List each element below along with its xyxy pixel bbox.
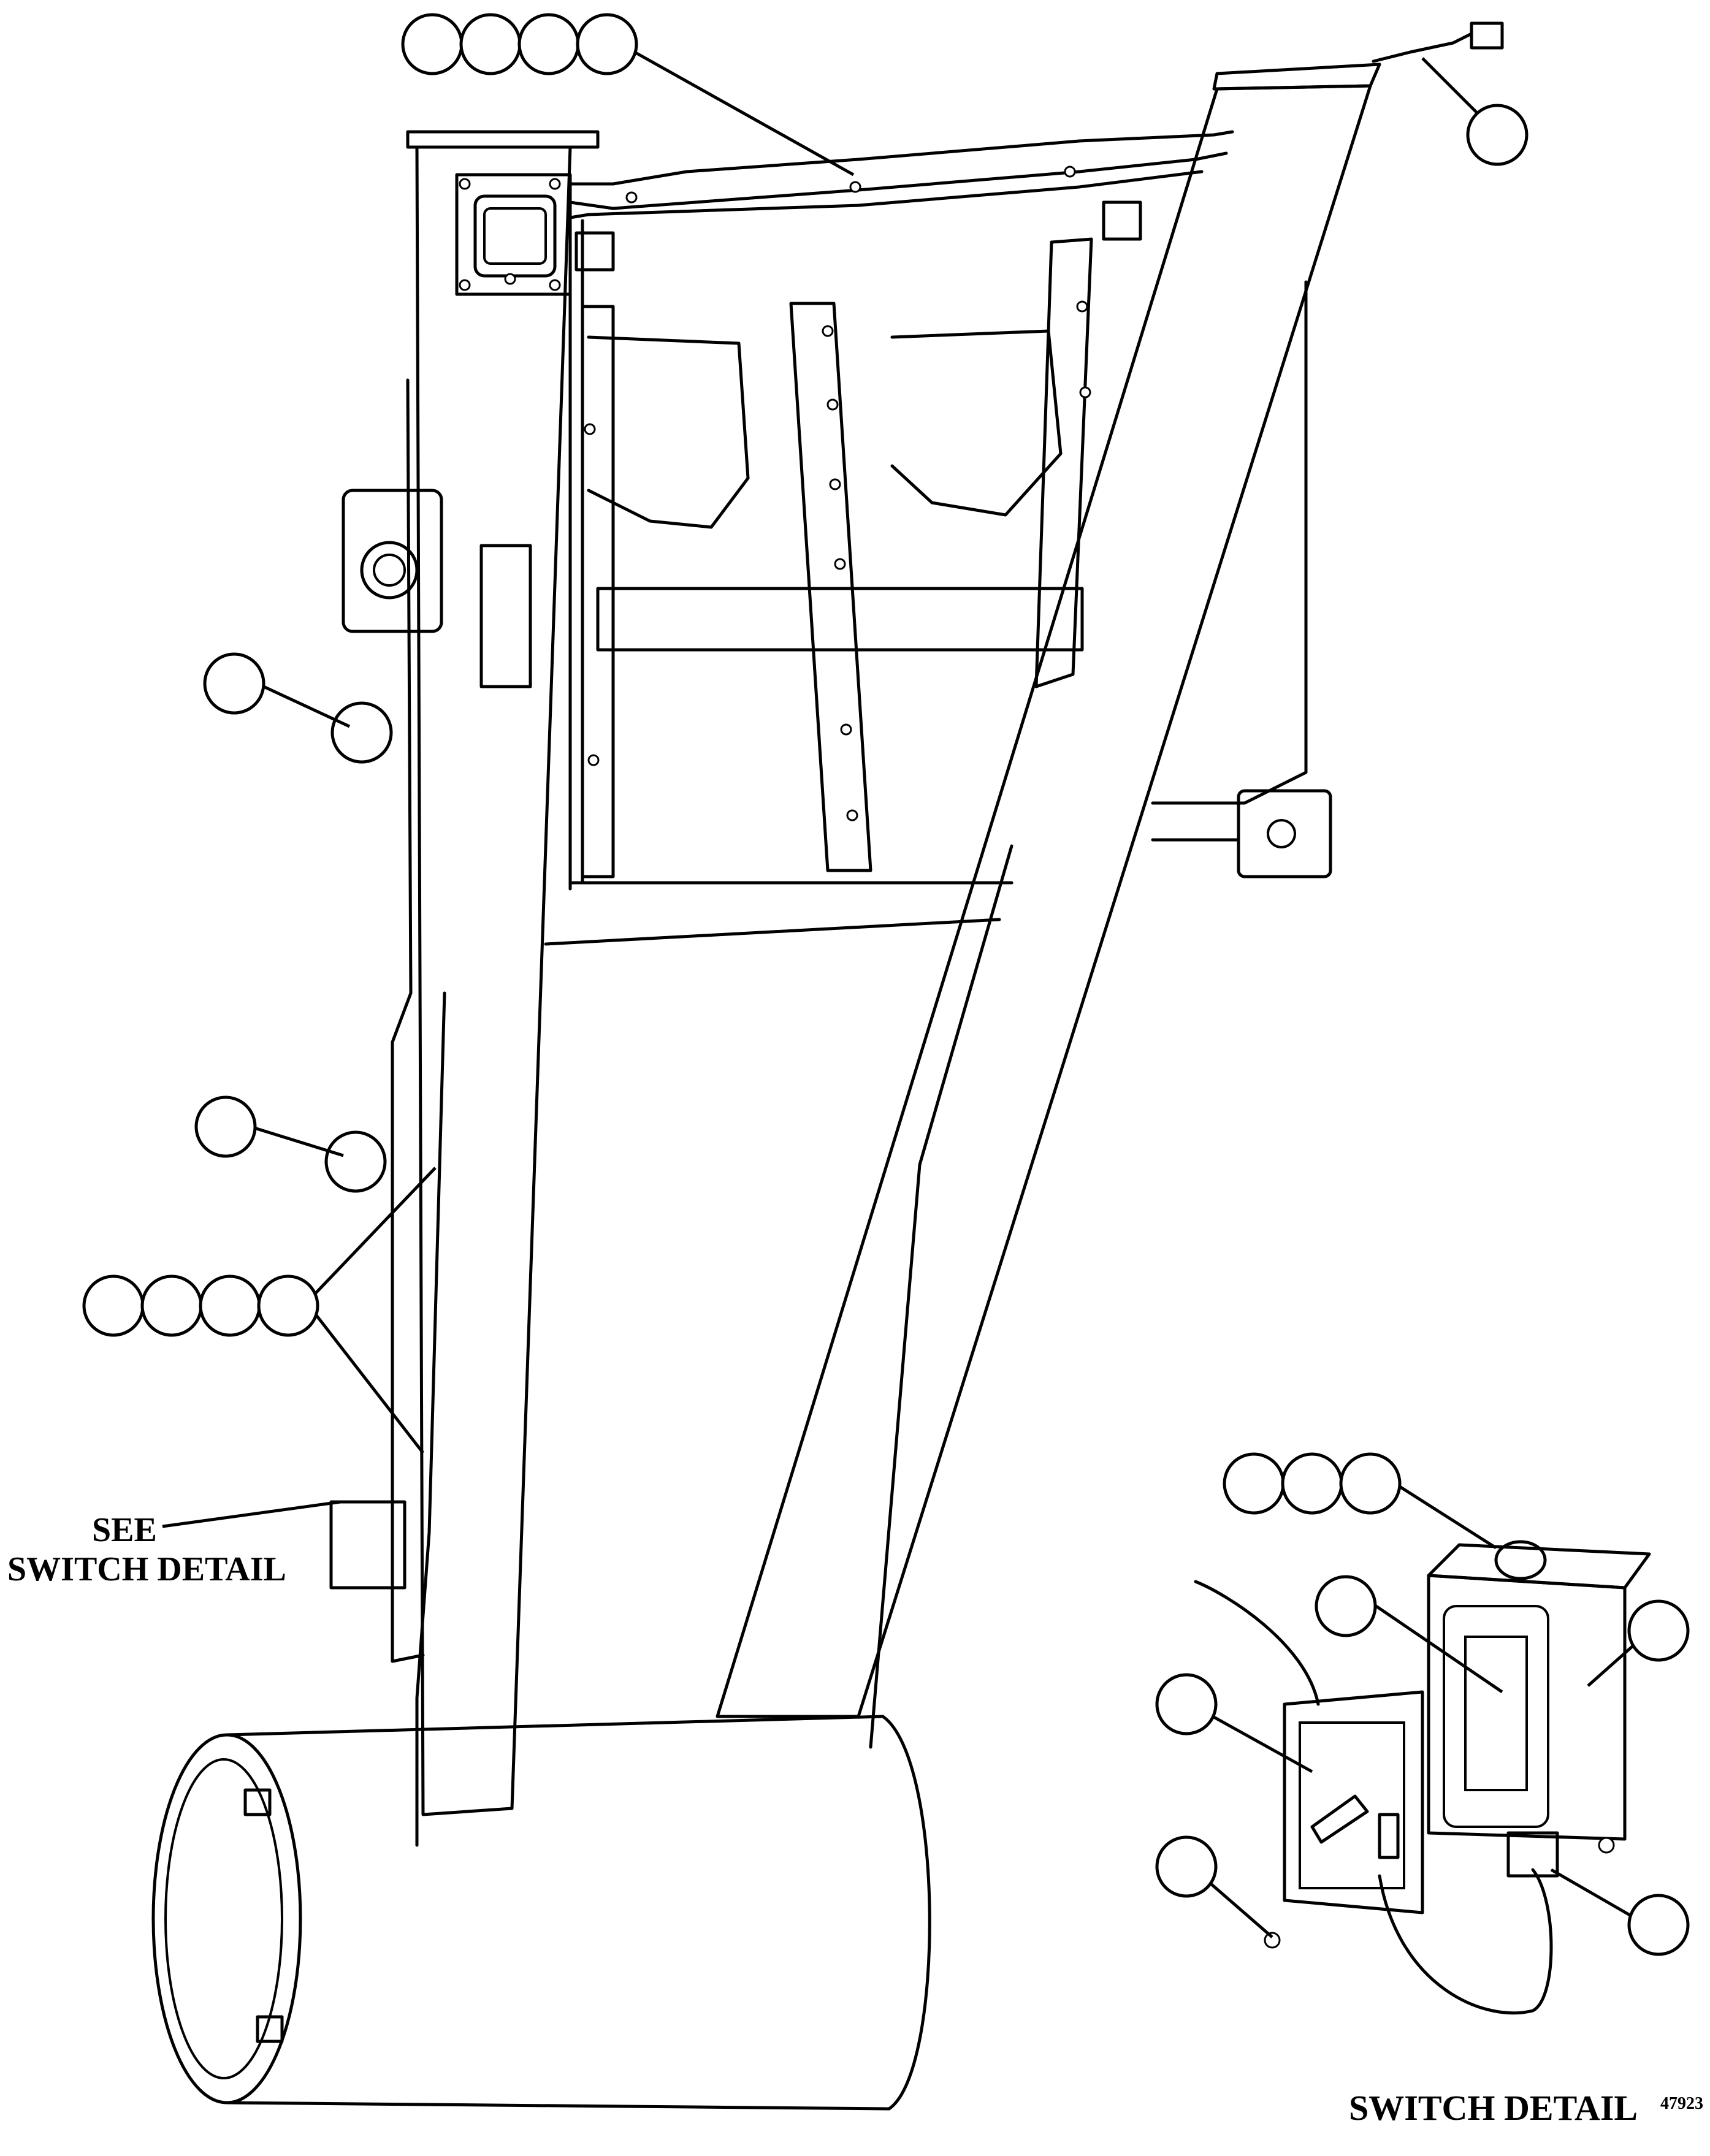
left-side-rail <box>324 378 446 1847</box>
callout-balloon <box>1315 1575 1377 1637</box>
callout-balloon <box>1627 1894 1690 1956</box>
callout-balloon <box>1466 104 1529 166</box>
center-panel <box>544 200 1142 946</box>
callout-balloon <box>1223 1452 1285 1515</box>
see-switch-detail-label: SEE <box>92 1511 157 1549</box>
figure-number: 47923 <box>1660 2094 1703 2113</box>
callout-balloon <box>1339 1452 1402 1515</box>
top-rail <box>568 130 1234 219</box>
callout-balloon <box>199 1274 261 1337</box>
see-switch-detail-label-line2: SWITCH DETAIL <box>7 1550 286 1588</box>
switch-detail-inset <box>1194 1540 1651 2015</box>
callout-balloon <box>1627 1599 1690 1662</box>
callout-balloon <box>576 13 638 75</box>
callout-balloon <box>1155 1673 1218 1735</box>
callout-balloon <box>140 1274 203 1337</box>
cable-connector <box>1372 21 1504 63</box>
callout-balloons <box>82 13 1690 1956</box>
callout-balloon <box>517 13 580 75</box>
callout-balloon <box>1281 1452 1343 1515</box>
bottom-cylinder <box>151 1715 931 2111</box>
callout-balloon <box>401 13 464 75</box>
switch-detail-title: SWITCH DETAIL <box>1349 2088 1638 2128</box>
callout-balloon <box>257 1274 319 1337</box>
leader-lines <box>162 50 1644 1938</box>
callout-balloon <box>1155 1835 1218 1898</box>
callout-balloon <box>194 1095 257 1158</box>
callout-balloon <box>203 652 265 715</box>
callout-balloon <box>459 13 522 75</box>
left-vertical-post <box>406 130 600 1816</box>
callout-balloon <box>82 1274 145 1337</box>
